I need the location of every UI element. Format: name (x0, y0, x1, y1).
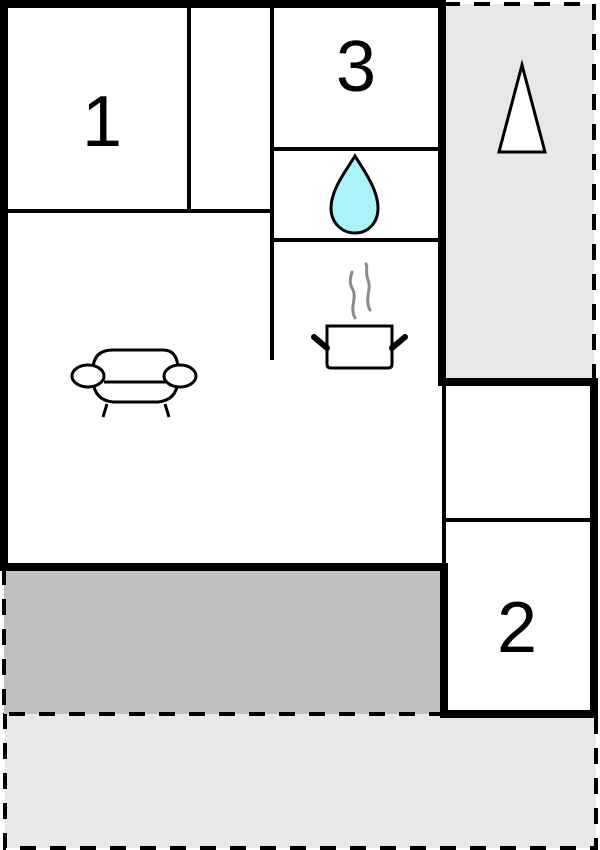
terrace-area (4, 569, 444, 714)
outdoor-area-right (444, 4, 594, 382)
room-1-label: 1 (81, 82, 123, 162)
water-drop-icon (329, 153, 380, 235)
room-3-label: 3 (335, 27, 377, 107)
cooking-pot-icon (311, 262, 408, 370)
room-2-label: 2 (496, 588, 538, 668)
sofa-icon (70, 348, 198, 418)
garden-area-bottom (5, 713, 596, 848)
north-arrow-icon (497, 59, 547, 154)
